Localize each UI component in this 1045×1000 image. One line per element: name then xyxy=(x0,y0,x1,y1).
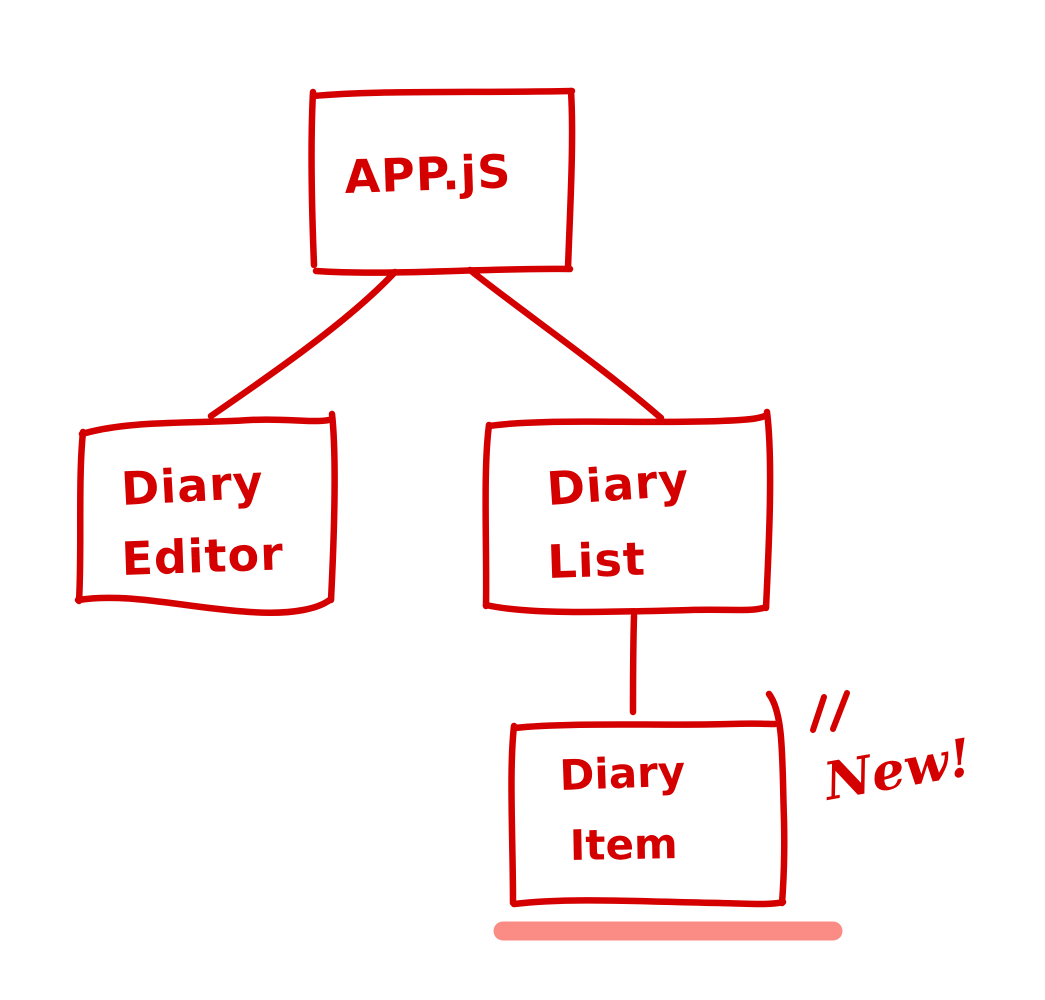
edge-app-to-diary-list xyxy=(466,266,665,422)
node-diary-item-label-line1: Diary xyxy=(559,747,686,800)
edge-diary-list-to-diary-item xyxy=(629,612,638,716)
quote-tick-2 xyxy=(830,690,850,732)
annotation-new-callout: New! xyxy=(810,690,977,813)
node-diary-editor[interactable]: Diary Editor xyxy=(74,410,338,616)
edge-app-to-diary-editor xyxy=(207,268,399,420)
node-app-js-label: APP.jS xyxy=(343,144,512,204)
node-diary-list-label-line2: List xyxy=(546,532,646,589)
annotation-new-label: New! xyxy=(818,727,977,813)
node-diary-editor-label-line1: Diary xyxy=(120,455,265,516)
node-diary-list[interactable]: Diary List xyxy=(482,408,774,616)
node-diary-list-label-line1: Diary xyxy=(545,452,691,516)
node-app-js[interactable]: APP.jS xyxy=(308,87,576,276)
node-diary-editor-label-line2: Editor xyxy=(120,526,284,586)
node-diary-item-label-line2: Item xyxy=(569,819,678,870)
quote-tick-1 xyxy=(810,694,827,733)
node-diary-item[interactable]: Diary Item xyxy=(508,690,788,908)
